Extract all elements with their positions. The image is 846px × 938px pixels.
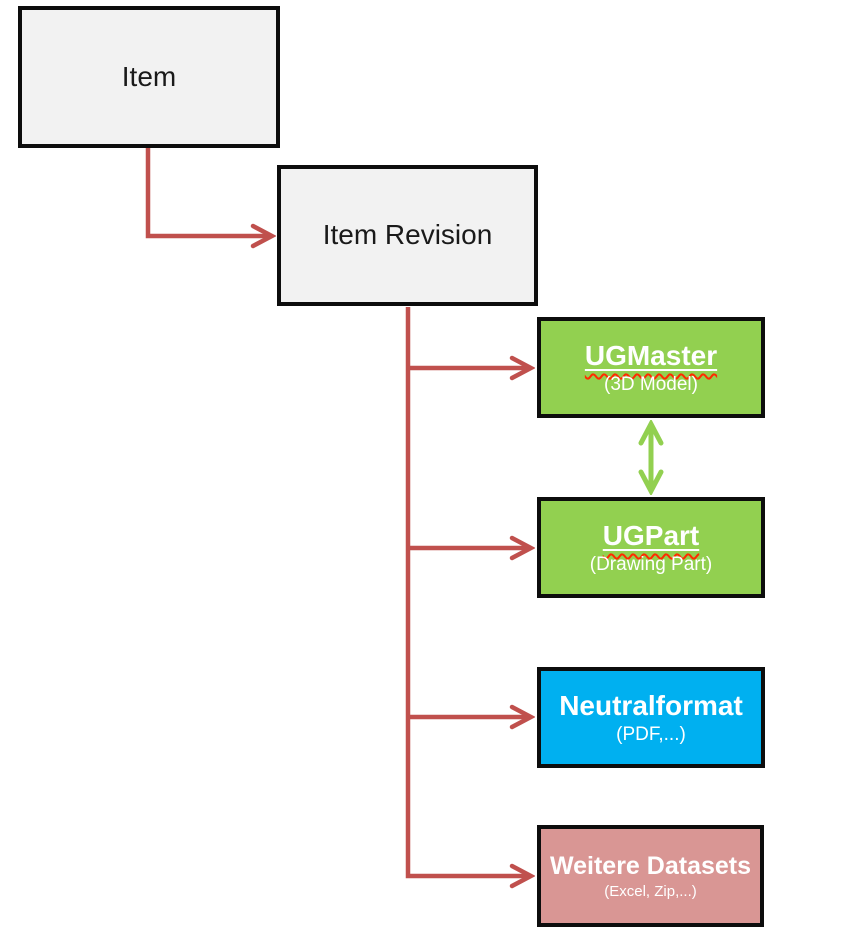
node-item-revision: Item Revision bbox=[277, 165, 538, 306]
edge-item-revision-to-weitere-datasets bbox=[405, 307, 531, 876]
node-ugmaster-label: UGMaster bbox=[584, 340, 718, 372]
node-ugmaster: UGMaster (3D Model) bbox=[537, 317, 765, 418]
node-weitere-datasets-sublabel: (Excel, Zip,...) bbox=[604, 883, 697, 901]
node-ugmaster-sublabel: (3D Model) bbox=[604, 374, 698, 396]
node-neutralformat-label: Neutralformat bbox=[559, 690, 743, 722]
node-weitere-datasets: Weitere Datasets (Excel, Zip,...) bbox=[537, 825, 764, 927]
node-item: Item bbox=[18, 6, 280, 148]
node-neutralformat-sublabel: (PDF,...) bbox=[616, 724, 686, 746]
node-ugpart: UGPart (Drawing Part) bbox=[537, 497, 765, 598]
node-item-revision-label: Item Revision bbox=[322, 219, 493, 251]
edge-item-to-item-revision bbox=[145, 147, 272, 236]
node-item-label: Item bbox=[121, 60, 177, 92]
node-weitere-datasets-label: Weitere Datasets bbox=[549, 851, 752, 880]
node-ugpart-sublabel: (Drawing Part) bbox=[589, 554, 713, 576]
node-neutralformat: Neutralformat (PDF,...) bbox=[537, 667, 765, 768]
node-ugpart-label: UGPart bbox=[602, 520, 700, 552]
